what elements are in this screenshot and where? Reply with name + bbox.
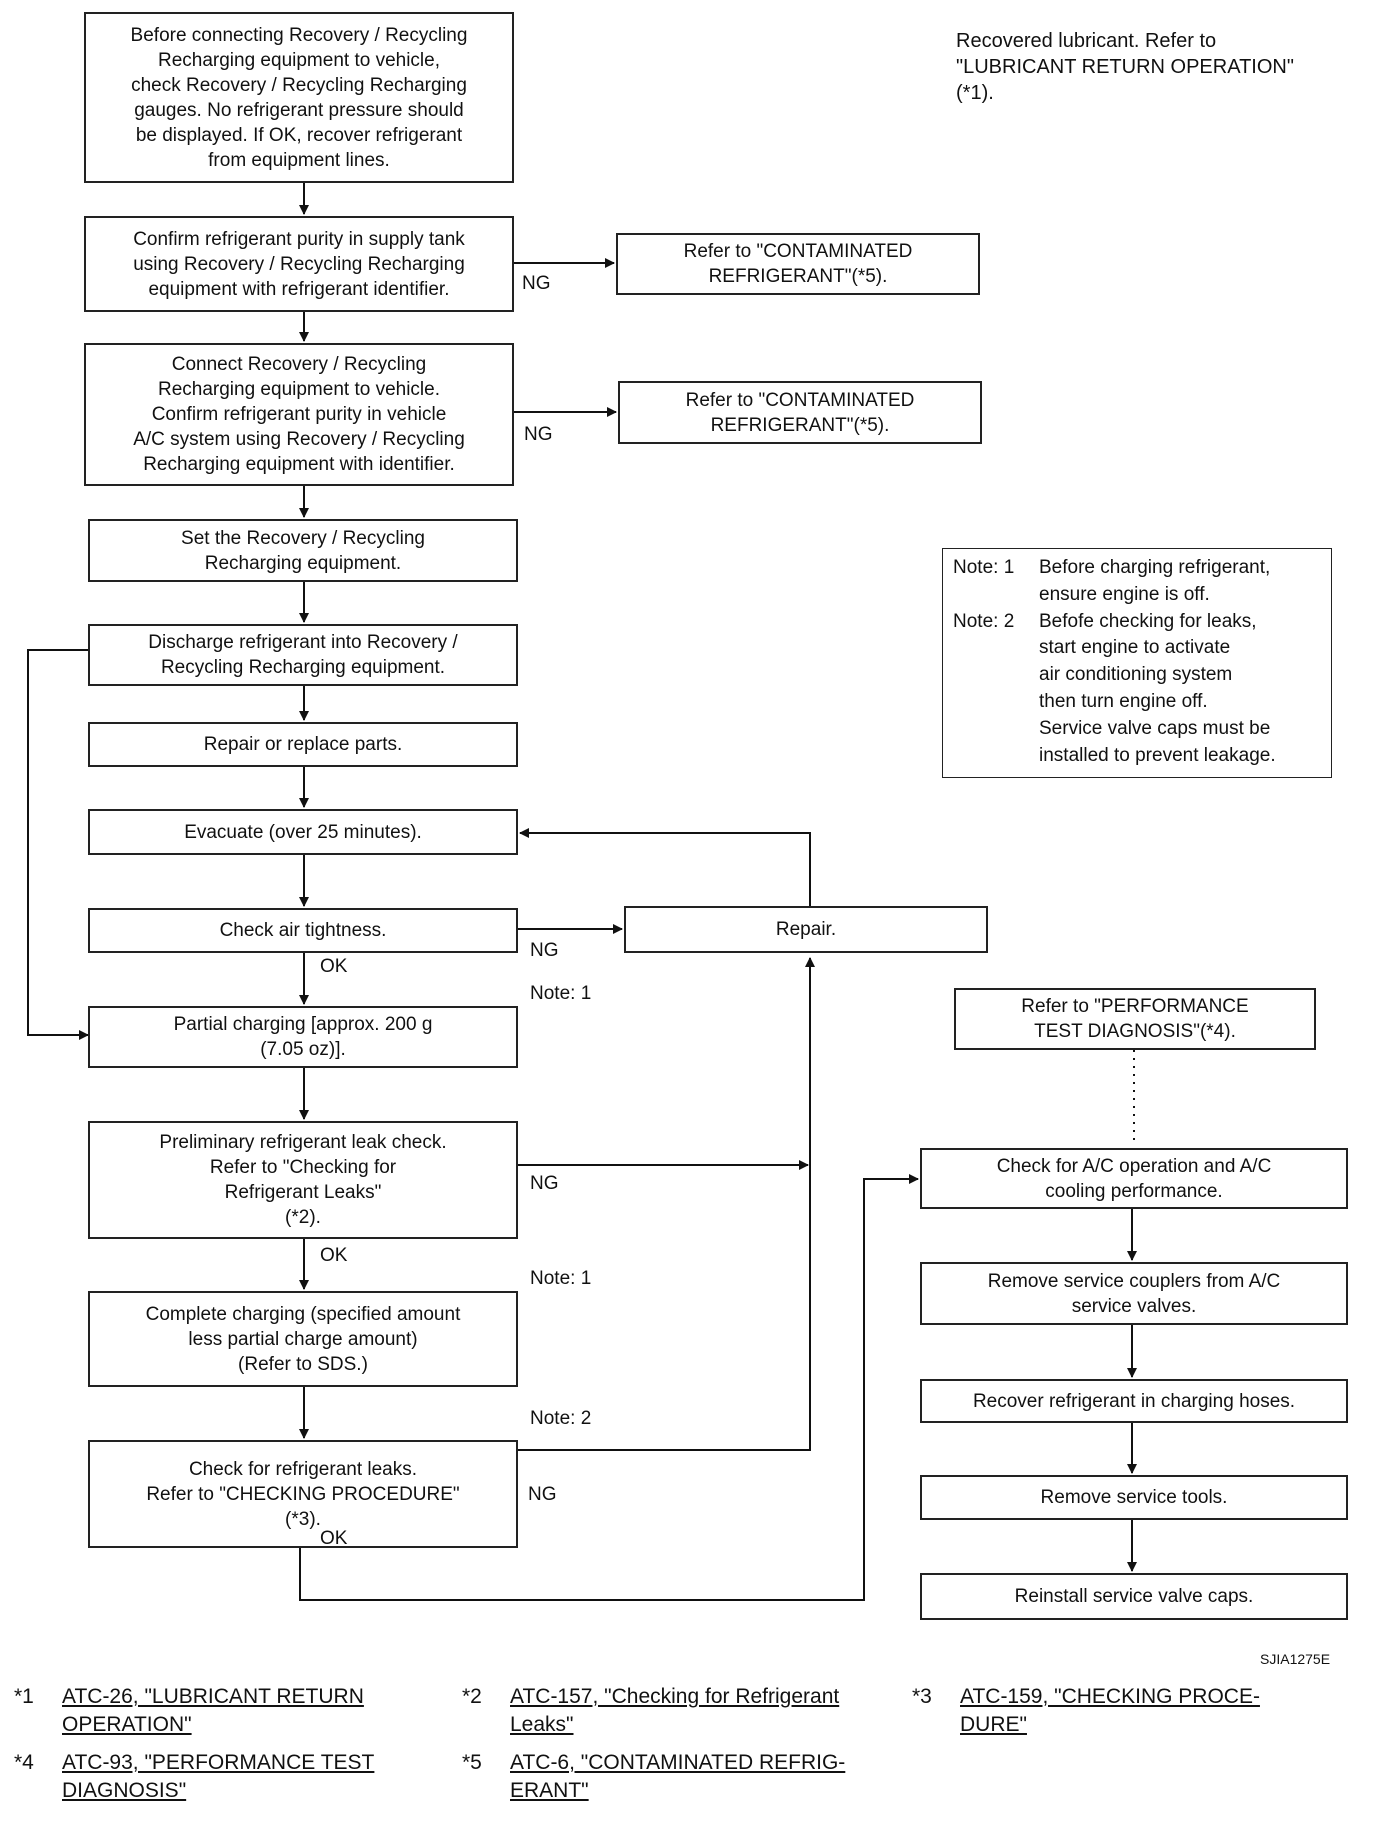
note-2-text: start engine to activate — [1039, 637, 1231, 659]
contaminated-refrigerant-box-1: Refer to "CONTAMINATED REFRIGERANT"(*5). — [616, 233, 980, 295]
performance-test-box: Refer to "PERFORMANCE TEST DIAGNOSIS"(*4… — [954, 988, 1316, 1050]
ok-label-air-tightness: OK — [320, 956, 348, 977]
footnote-key: *3 — [912, 1685, 932, 1708]
footnote-key: *1 — [14, 1685, 34, 1708]
note-2-key — [953, 635, 1039, 662]
note-2-line: Note: 2 Befofe checking for leaks, — [953, 609, 1321, 636]
arrow-s5-s9-bypass — [27, 649, 89, 1040]
step-preliminary-leak-check: Preliminary refrigerant leak check. Refe… — [88, 1121, 518, 1239]
footnote-link[interactable]: ATC-157, "Checking for Refrigerant Leaks… — [510, 1685, 840, 1736]
step-check-ac-operation: Check for A/C operation and A/C cooling … — [920, 1148, 1348, 1209]
step-connect-confirm-vehicle-purity: Connect Recovery / Recycling Recharging … — [84, 343, 514, 486]
step-check-refrigerant-leaks: Check for refrigerant leaks. Refer to "C… — [88, 1440, 518, 1548]
step-recover-refrigerant-hoses: Recover refrigerant in charging hoses. — [920, 1379, 1348, 1423]
arrow-s12-repair — [518, 957, 815, 1451]
ng-label-vehicle: NG — [524, 424, 553, 445]
repair-box: Repair. — [624, 906, 988, 953]
step-remove-service-couplers: Remove service couplers from A/C service… — [920, 1262, 1348, 1325]
note-2-label-leaks: Note: 2 — [530, 1408, 592, 1429]
note-2-line: Service valve caps must be — [953, 716, 1321, 743]
footnote-link[interactable]: ATC-26, "LUBRICANT RETURN OPERATION" — [62, 1685, 364, 1736]
note-2-text: Befofe checking for leaks, — [1039, 610, 1257, 632]
ng-label-air-tightness: NG — [530, 940, 559, 961]
footnote-link[interactable]: ATC-6, "CONTAMINATED REFRIG- ERANT" — [510, 1751, 846, 1802]
arrow-repair-s7 — [519, 828, 811, 906]
contaminated-refrigerant-box-2: Refer to "CONTAMINATED REFRIGERANT"(*5). — [618, 381, 982, 444]
ng-label-supply: NG — [522, 273, 551, 294]
note-1-key — [953, 582, 1039, 609]
step-evacuate: Evacuate (over 25 minutes). — [88, 809, 518, 855]
note-1-line: ensure engine is off. — [953, 582, 1321, 609]
step-repair-replace-parts: Repair or replace parts. — [88, 722, 518, 767]
step-partial-charging: Partial charging [approx. 200 g (7.05 oz… — [88, 1006, 518, 1068]
ng-label-preliminary: NG — [530, 1173, 559, 1194]
footnote-key: *5 — [462, 1751, 482, 1774]
step-check-air-tightness: Check air tightness. — [88, 908, 518, 953]
step-remove-service-tools: Remove service tools. — [920, 1475, 1348, 1520]
notes-box: Note: 1 Before charging refrigerant, ensur… — [942, 548, 1332, 778]
note-1-text: Before charging refrigerant, — [1039, 557, 1271, 578]
note-2-text: installed to prevent leakage. — [1039, 744, 1276, 766]
ok-label-leaks: OK — [320, 1528, 348, 1549]
step-check-gauges: Before connecting Recovery / Recycling R… — [84, 12, 514, 183]
ng-label-leaks: NG — [528, 1484, 557, 1505]
note-2-line: start engine to activate — [953, 635, 1321, 662]
note-1-label-partial: Note: 1 — [530, 983, 592, 1004]
note-2-line: then turn engine off. — [953, 689, 1321, 716]
footnote-key: *2 — [462, 1685, 482, 1708]
arrow-s12-r1 — [299, 1174, 919, 1601]
note-2-key — [953, 662, 1039, 689]
ok-label-preliminary: OK — [320, 1245, 348, 1266]
note-1-label-complete: Note: 1 — [530, 1268, 592, 1289]
note-2-key — [953, 689, 1039, 716]
note-2-key — [953, 716, 1039, 743]
step-discharge-refrigerant: Discharge refrigerant into Recovery / Re… — [88, 624, 518, 686]
footnote-key: *4 — [14, 1751, 34, 1774]
figure-id: SJIA1275E — [1260, 1651, 1331, 1667]
footnote-link[interactable]: ATC-93, "PERFORMANCE TEST DIAGNOSIS" — [62, 1751, 375, 1802]
note-1-key: Note: 1 — [953, 557, 1015, 578]
recovered-lubricant-note: Recovered lubricant. Refer to "LUBRICANT… — [956, 30, 1294, 104]
note-1-line: Note: 1 Before charging refrigerant, — [953, 555, 1321, 582]
step-reinstall-valve-caps: Reinstall service valve caps. — [920, 1573, 1348, 1620]
note-2-key: Note: 2 — [953, 610, 1015, 632]
step-set-equipment: Set the Recovery / Recycling Recharging … — [88, 519, 518, 582]
step-confirm-supply-purity: Confirm refrigerant purity in supply tan… — [84, 216, 514, 312]
note-2-text: Service valve caps must be — [1039, 717, 1271, 739]
step-complete-charging: Complete charging (specified amount less… — [88, 1291, 518, 1387]
footnote-link[interactable]: ATC-159, "CHECKING PROCE- DURE" — [960, 1685, 1260, 1736]
note-2-text: then turn engine off. — [1039, 690, 1208, 712]
note-2-text: air conditioning system — [1039, 664, 1233, 686]
note-1-text: ensure engine is off. — [1039, 583, 1210, 605]
note-2-line: air conditioning system — [953, 662, 1321, 689]
note-2-key — [953, 743, 1039, 770]
note-2-line: installed to prevent leakage. — [953, 743, 1321, 770]
